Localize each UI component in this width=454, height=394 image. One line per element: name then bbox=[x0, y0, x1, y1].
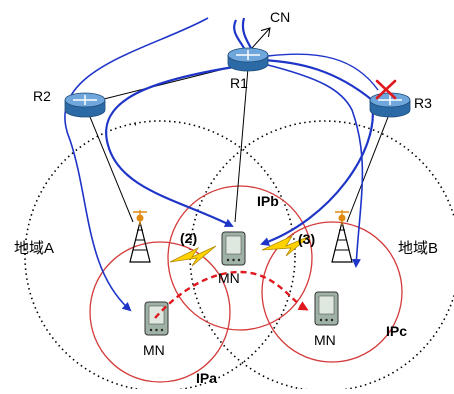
subnet-a-label: IPa bbox=[196, 370, 217, 386]
region-b-label: 地域B bbox=[398, 240, 438, 257]
step-two-label: (2) bbox=[180, 230, 197, 246]
step-three-label: (3) bbox=[298, 231, 315, 247]
mobile-node-center-label: MN bbox=[218, 270, 240, 286]
router-r3-label: R3 bbox=[414, 95, 432, 111]
router-r3 bbox=[369, 92, 411, 118]
router-r1-label: R1 bbox=[230, 75, 248, 91]
region-a-label: 地域A bbox=[14, 240, 54, 257]
link-r1-center bbox=[234, 67, 249, 223]
link-r3-right-antenna bbox=[346, 111, 391, 223]
router-r2 bbox=[64, 92, 106, 118]
subnet-b-circle bbox=[167, 185, 313, 331]
mobile-node-right bbox=[314, 291, 339, 326]
subnet-a-circle bbox=[89, 241, 231, 383]
route-cn-to-mn-a bbox=[64, 17, 209, 312]
blue-routes bbox=[64, 17, 379, 312]
route-r1-to-r3-upper bbox=[267, 53, 379, 91]
route-r1-to-right-antenna bbox=[263, 63, 364, 268]
route-failure-cross bbox=[375, 79, 397, 100]
cn-label: CN bbox=[270, 9, 290, 25]
subnet-c-circle bbox=[261, 221, 403, 363]
mobile-node-center bbox=[221, 231, 246, 266]
subnet-c-label: IPc bbox=[386, 323, 407, 339]
route-r3-to-center-mn bbox=[260, 103, 374, 246]
lightning-right bbox=[261, 235, 311, 257]
antenna-left bbox=[129, 210, 151, 263]
route-r1-to-r3 bbox=[261, 58, 373, 101]
router-r2-label: R2 bbox=[33, 88, 51, 104]
link-r2-left-antenna bbox=[87, 111, 134, 223]
lightning-left bbox=[169, 245, 217, 267]
region-a-boundary bbox=[24, 120, 296, 392]
mobile-node-left-label: MN bbox=[143, 342, 165, 358]
handover-path bbox=[154, 270, 309, 319]
region-b-boundary bbox=[189, 120, 454, 392]
mobile-node-right-label: MN bbox=[314, 332, 336, 348]
route-cn-to-r1-a bbox=[233, 19, 246, 51]
route-cn-to-r1-b bbox=[241, 17, 253, 51]
subnet-b-label: IPb bbox=[257, 193, 279, 209]
stray-mark: ' bbox=[134, 119, 137, 135]
router-r1 bbox=[227, 47, 269, 72]
route-r1-to-center-mn bbox=[105, 64, 241, 227]
cn-open-arrow bbox=[251, 28, 270, 49]
antenna-right bbox=[331, 210, 353, 263]
